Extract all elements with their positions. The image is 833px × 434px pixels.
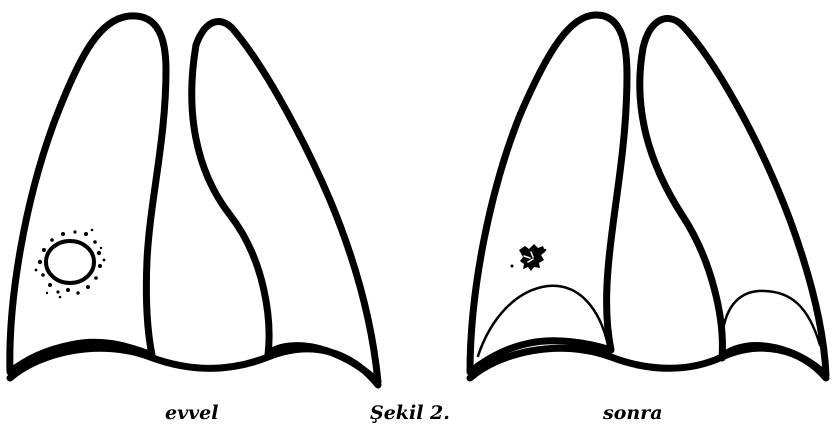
lungs-before-panel <box>10 16 378 385</box>
cavity-lesion <box>46 241 94 283</box>
basal-curve-left <box>723 291 820 345</box>
lungs-after-panel <box>470 15 826 378</box>
left-lung-outline-after <box>640 19 826 375</box>
right-lung-outline-before <box>10 16 166 372</box>
diaphragm-before <box>10 348 378 385</box>
right-lung-outline-after <box>470 15 627 372</box>
caption-after: sonra <box>603 402 663 424</box>
caption-before: evvel <box>165 402 218 424</box>
left-lung-outline-before <box>192 21 378 382</box>
figure-label: Şekil 2. <box>370 402 450 424</box>
diaphragm-after <box>470 348 826 378</box>
